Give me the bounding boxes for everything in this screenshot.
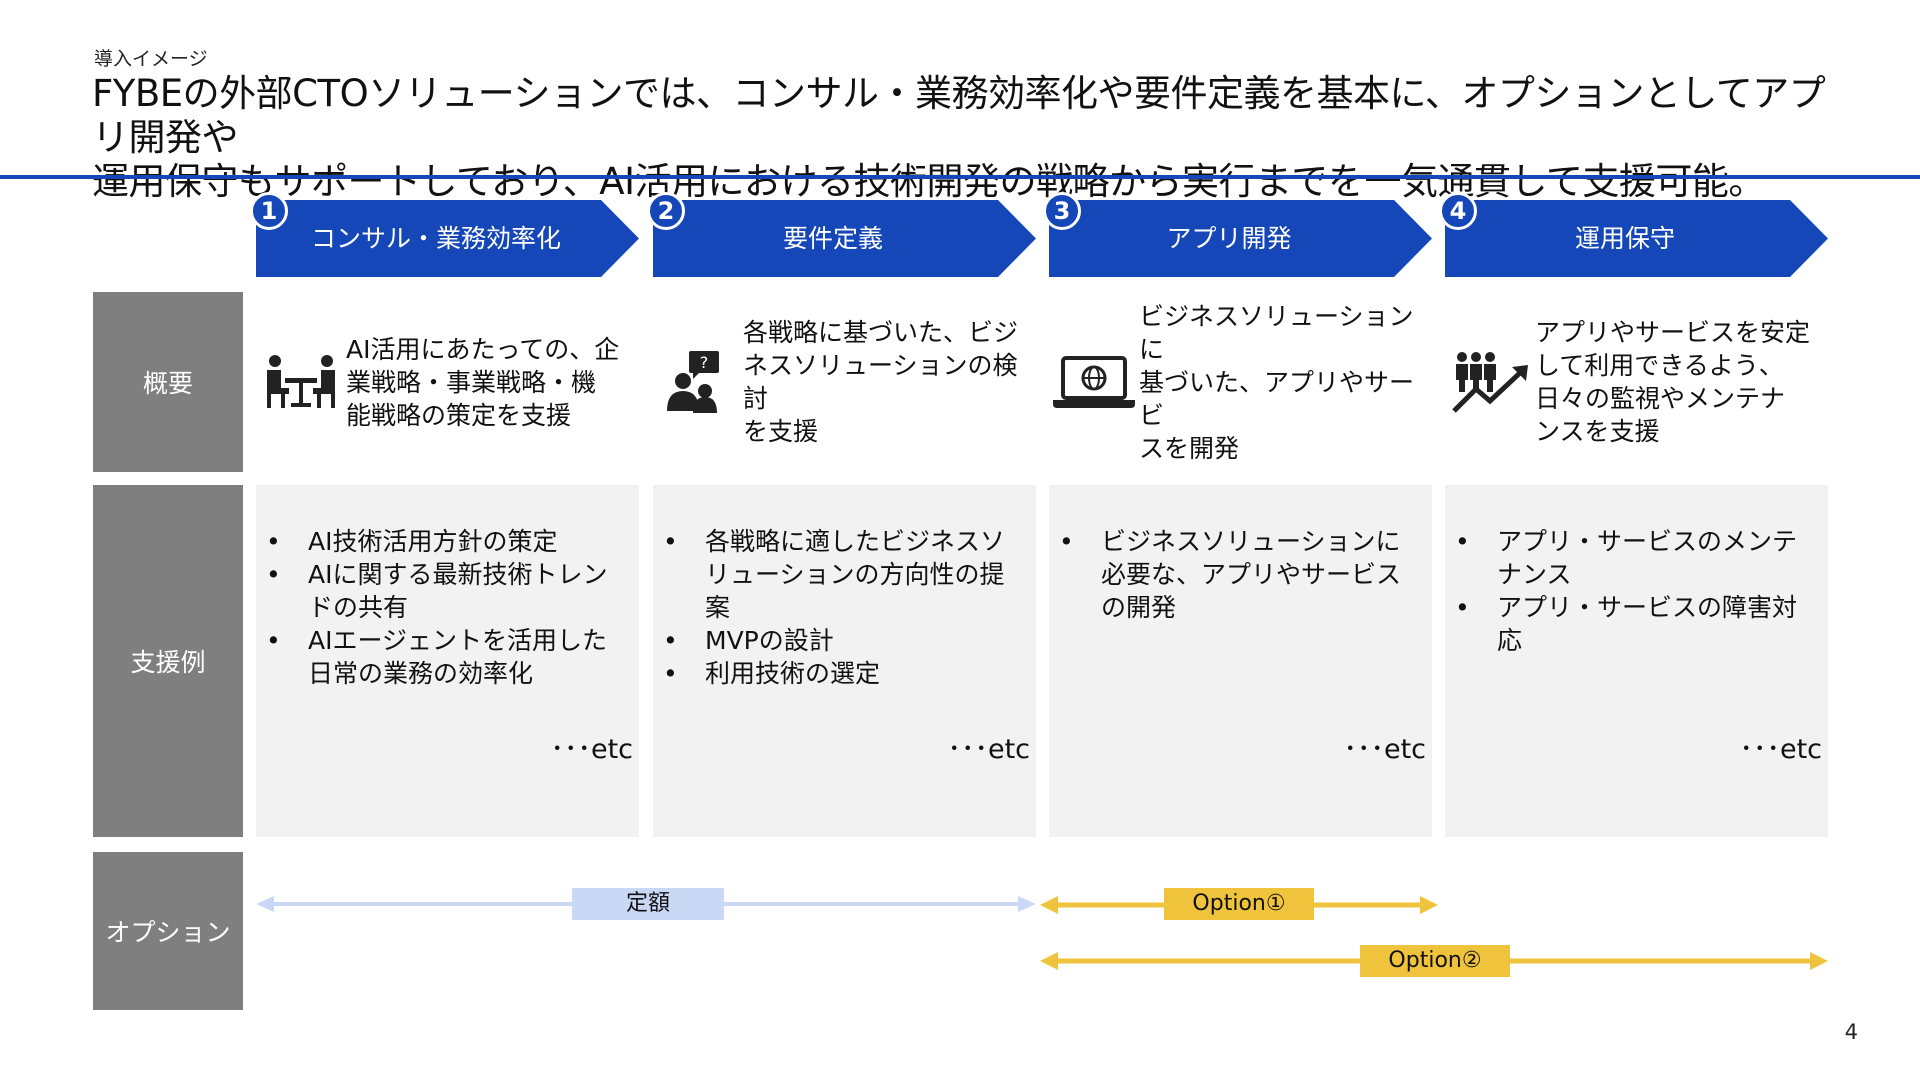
laptop-web-icon [1049,354,1139,410]
row-header-options: オプション [93,852,243,1010]
step-label: 要件定義 [782,224,883,253]
list-item: 各戦略に適したビジネスソリューションの方向性の提案 [663,525,1028,624]
overview-text: アプリやサービスを安定 して利用できるよう、 日々の監視やメンテナ ンスを支援 [1535,316,1810,448]
headline-line-1: FYBEの外部CTOソリューションでは、コンサル・業務効率化や要件定義を基本に、… [92,72,1826,159]
list-item: AIエージェントを活用した日常の業務の効率化 [266,624,631,690]
step-requirements: 要件定義 2 [647,192,1036,277]
step-label: 運用保守 [1574,224,1675,253]
overview-cell-3: ビジネスソリューションに 基づいた、アプリやサービ スを開発 [1049,292,1432,472]
examples-list: AI技術活用方針の策定 AIに関する最新技術トレンドの共有 AIエージェントを活… [256,485,639,690]
examples-list: ビジネスソリューションに必要な、アプリやサービスの開発 [1049,485,1432,624]
examples-list: アプリ・サービスのメンテナンス アプリ・サービスの障害対応 [1445,485,1828,657]
overview-cell-4: アプリやサービスを安定 して利用できるよう、 日々の監視やメンテナ ンスを支援 [1445,292,1828,472]
list-item: ビジネスソリューションに必要な、アプリやサービスの開発 [1059,525,1424,624]
etc-label: ･･･etc [947,734,1030,765]
row-header-overview: 概要 [93,292,243,472]
list-item: 利用技術の選定 [663,657,1028,690]
option1-label: Option① [1164,888,1314,920]
overview-cell-2: ? 各戦略に基づいた、ビジ ネスソリューションの検討 を支援 [653,292,1036,472]
overview-line: 能戦略の策定を支援 [346,400,572,430]
overview-line: 業戦略・事業戦略・機 [346,367,597,397]
examples-cell-4: アプリ・サービスのメンテナンス アプリ・サービスの障害対応 ･･･etc [1445,485,1828,837]
etc-label: ･･･etc [1343,734,1426,765]
slide-headline: FYBEの外部CTOソリューションでは、コンサル・業務効率化や要件定義を基本に、… [92,72,1852,204]
overview-line: ビジネスソリューションに [1139,301,1414,364]
slide-subtitle: 導入イメージ [94,48,208,70]
overview-cell-1: AI活用にあたっての、企 業戦略・事業戦略・機 能戦略の策定を支援 [256,292,639,472]
step-label: アプリ開発 [1166,224,1292,253]
overview-line: スを開発 [1139,433,1240,463]
examples-list: 各戦略に適したビジネスソリューションの方向性の提案 MVPの設計 利用技術の選定 [653,485,1036,690]
step-number-badge: 4 [1439,192,1477,230]
list-item: AI技術活用方針の策定 [266,525,631,558]
step-consulting: コンサル・業務効率化 1 [250,192,639,277]
headline-line-2: 運用保守もサポートしており、AI活用における技術開発の戦略から実行までを一気通貫… [92,160,1765,203]
etc-label: ･･･etc [550,734,633,765]
overview-line: 基づいた、アプリやサービ [1139,367,1415,430]
page-number: 4 [1844,1020,1858,1044]
overview-line: ネスソリューションの検討 [743,351,1018,413]
overview-text: 各戦略に基づいた、ビジ ネスソリューションの検討 を支援 [743,316,1036,448]
step-operations: 運用保守 4 [1439,192,1828,277]
header-rule [0,175,1920,179]
step-app-development: アプリ開発 3 [1043,192,1432,277]
fixed-fee-label: 定額 [572,888,724,920]
meeting-icon [256,352,346,412]
overview-line: 各戦略に基づいた、ビジ [743,318,1019,347]
examples-cell-1: AI技術活用方針の策定 AIに関する最新技術トレンドの共有 AIエージェントを活… [256,485,639,837]
list-item: アプリ・サービスのメンテナンス [1455,525,1820,591]
step-number-badge: 3 [1043,192,1081,230]
step-label: コンサル・業務効率化 [310,224,561,253]
step-number-badge: 1 [250,192,288,230]
etc-label: ･･･etc [1739,734,1822,765]
overview-text: ビジネスソリューションに 基づいた、アプリやサービ スを開発 [1139,300,1432,465]
overview-text: AI活用にあたっての、企 業戦略・事業戦略・機 能戦略の策定を支援 [346,333,619,432]
row-header-examples: 支援例 [93,485,243,837]
chevron-shape [1445,200,1828,277]
chevron-shape [653,200,1036,277]
list-item: MVPの設計 [663,624,1028,657]
overview-line: ンスを支援 [1535,417,1660,446]
overview-line: AI活用にあたっての、企 [346,334,620,364]
consultation-icon: ? [653,347,743,417]
svg-text:?: ? [700,353,709,372]
chevron-shape [1049,200,1432,277]
growth-team-icon [1445,349,1535,415]
examples-cell-2: 各戦略に適したビジネスソリューションの方向性の提案 MVPの設計 利用技術の選定… [653,485,1036,837]
overview-line: を支援 [743,417,819,446]
overview-line: して利用できるよう、 [1535,351,1784,380]
list-item: アプリ・サービスの障害対応 [1455,591,1820,657]
overview-line: アプリやサービスを安定 [1535,318,1811,347]
list-item: AIに関する最新技術トレンドの共有 [266,558,631,624]
chevron-shape [256,200,639,277]
step-number-badge: 2 [647,192,685,230]
overview-line: 日々の監視やメンテナ [1535,384,1786,413]
option2-label: Option② [1360,945,1510,977]
examples-cell-3: ビジネスソリューションに必要な、アプリやサービスの開発 ･･･etc [1049,485,1432,837]
